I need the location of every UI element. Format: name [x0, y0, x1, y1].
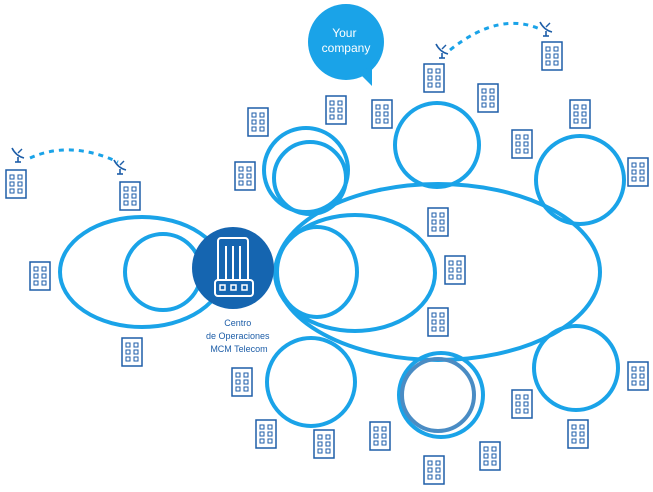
building-icon — [231, 367, 253, 397]
building-icon — [369, 421, 391, 451]
ring-network — [58, 101, 626, 439]
building-icon — [627, 157, 649, 187]
building-icon — [29, 261, 51, 291]
top-middle-ring — [393, 101, 481, 189]
building-icon — [569, 99, 591, 129]
bottom-left-ring — [265, 336, 357, 428]
bottom-right-ring — [532, 324, 620, 412]
center-label-line2: de Operaciones — [206, 331, 270, 341]
bottom-middle-inner-ring — [400, 357, 476, 433]
building-icon — [5, 169, 27, 199]
callout-line2: company — [322, 41, 371, 55]
buildings — [5, 41, 649, 485]
building-icon — [427, 207, 449, 237]
building-icon — [427, 307, 449, 337]
building-icon — [541, 41, 563, 71]
center-label-line1: Centro — [224, 318, 251, 328]
building-icon — [511, 129, 533, 159]
data-center-icon — [192, 227, 274, 309]
building-icon — [444, 255, 466, 285]
building-icon — [511, 389, 533, 419]
satellite-dish-icon — [539, 21, 553, 37]
left-inner-ring — [123, 232, 203, 312]
building-icon — [255, 419, 277, 449]
center-inner-ring — [275, 225, 359, 319]
building-icon — [313, 429, 335, 459]
building-icon — [247, 107, 269, 137]
satellite-dish-icon — [113, 159, 127, 175]
svg-text:Your company: Your company — [322, 26, 371, 55]
building-icon — [479, 441, 501, 471]
bottom-middle-ring — [397, 351, 485, 439]
building-icon — [477, 83, 499, 113]
wireless-link-right — [449, 21, 543, 52]
building-icon — [325, 95, 347, 125]
top-left-inner-ring — [272, 140, 348, 216]
satellite-dish-icon — [11, 147, 25, 163]
wireless-link-left — [29, 148, 119, 164]
svg-text:Centro de Operaciones: Centro de Operaciones MCM Telecom — [206, 318, 272, 354]
wireless-links — [11, 21, 553, 175]
building-icon — [371, 99, 393, 129]
center-right-ring — [273, 213, 437, 333]
center-label-line3: MCM Telecom — [210, 344, 267, 354]
building-icon — [121, 337, 143, 367]
top-right-ring — [534, 134, 626, 226]
satellite-dish-icon — [435, 43, 449, 59]
callout-line1: Your — [332, 26, 356, 40]
company-callout: Your company — [308, 4, 384, 86]
building-icon — [423, 63, 445, 93]
building-icon — [234, 161, 256, 191]
building-icon — [567, 419, 589, 449]
building-icon — [627, 361, 649, 391]
building-icon — [119, 181, 141, 211]
building-icon — [423, 455, 445, 485]
